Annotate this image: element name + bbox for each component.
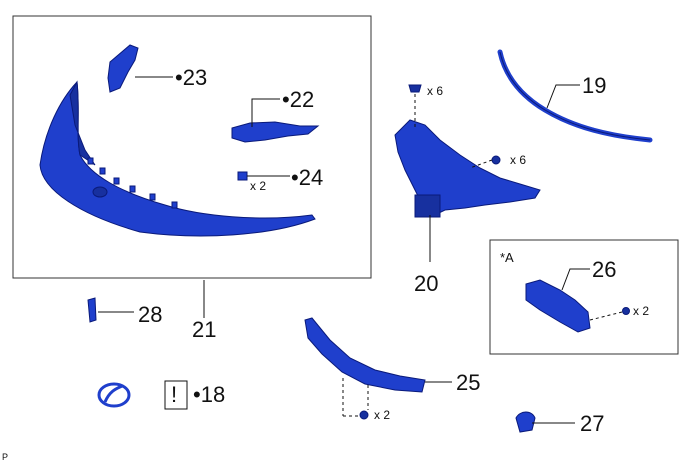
screw-side-icon [491,155,501,165]
callout-24: •24 [291,165,323,190]
emblem-28-part [87,297,97,323]
inset-tag-a: *A [500,250,514,265]
inset-box-a [489,239,679,355]
qty-clip-top: x 6 [427,84,443,98]
bumper-cover-part [39,80,316,237]
grille-25-part [304,317,426,393]
callout-23: •23 [175,65,207,90]
bracket-22-part [231,121,320,143]
corner-code: P [2,452,8,462]
qty-25: x 2 [374,408,390,422]
callout-20: 20 [414,271,438,296]
callout-25: 25 [456,370,480,395]
qty-24: x 2 [250,179,266,193]
screw-25-icon [359,410,369,420]
callout-22: •22 [282,87,314,112]
qty-26: x 2 [633,304,649,318]
leader-lines [98,76,590,424]
support-bracket-20-part [394,119,541,216]
group-box-21 [12,15,372,279]
callout-18: •18 [193,382,225,407]
emblem-18-part [97,382,131,408]
caution-mark: ! [171,382,177,407]
clip-24-part [237,171,248,181]
clip-top-icon [408,84,422,93]
screw-26-icon [622,307,630,315]
callout-28: 28 [138,302,162,327]
callout-27: 27 [580,411,604,436]
trim-strip-19-part [497,49,653,143]
caution-box [164,380,188,410]
cap-27-part [515,411,536,433]
callout-19: 19 [582,73,606,98]
callout-21: 21 [192,317,216,342]
qty-screw-side: x 6 [510,153,526,167]
bracket-23-part [107,44,139,93]
bracket-26-part [525,279,591,333]
callout-26: 26 [592,257,616,282]
